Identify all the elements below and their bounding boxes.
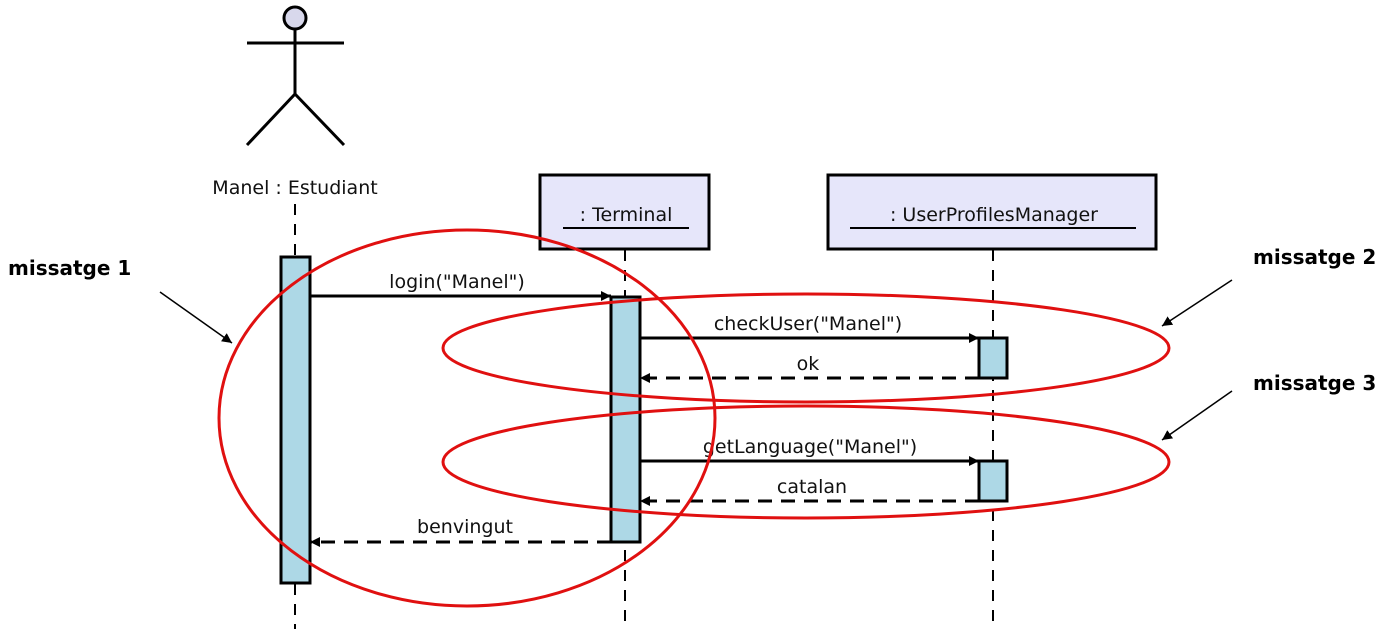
upm-activation-bar-1: [977, 336, 1009, 380]
annotation-arrow-3: [1161, 390, 1233, 441]
annotation-label-3: missatge 3: [1253, 371, 1376, 395]
message-ok: ok: [640, 353, 979, 383]
upm-activation-bar-2: [977, 459, 1009, 503]
upm-box: : UserProfilesManager: [826, 173, 1158, 251]
actor-activation-bar: [279, 255, 312, 585]
message-benvingut: benvingut: [310, 516, 611, 547]
message-checkuser-label: checkUser("Manel"): [714, 313, 902, 335]
message-ok-label: ok: [797, 353, 820, 375]
message-checkuser: checkUser("Manel"): [640, 313, 979, 343]
terminal-activation-bar: [609, 295, 642, 544]
message-login: login("Manel"): [310, 271, 611, 301]
terminal-label: : Terminal: [580, 204, 673, 226]
message-catalan: catalan: [640, 476, 979, 506]
annotation-label-2: missatge 2: [1253, 245, 1376, 269]
annotation-label-1: missatge 1: [8, 256, 131, 280]
annotation-arrow-1: [159, 291, 233, 344]
highlight-ellipse-message-3: [441, 404, 1171, 520]
actor-stick-figure: [245, 5, 346, 147]
upm-label: : UserProfilesManager: [890, 204, 1098, 226]
message-catalan-label: catalan: [777, 476, 847, 498]
highlight-ellipse-message-2: [441, 292, 1171, 404]
annotation-arrow-2: [1161, 279, 1233, 327]
highlight-ellipse-message-1: [217, 228, 717, 608]
terminal-box: : Terminal: [538, 173, 711, 251]
message-getlanguage-label: getLanguage("Manel"): [703, 436, 917, 458]
actor-head-icon: [282, 5, 308, 31]
message-benvingut-label: benvingut: [417, 516, 513, 538]
message-login-label: login("Manel"): [389, 271, 525, 293]
message-getlanguage: getLanguage("Manel"): [640, 436, 979, 466]
actor-label: Manel : Estudiant: [212, 177, 377, 199]
